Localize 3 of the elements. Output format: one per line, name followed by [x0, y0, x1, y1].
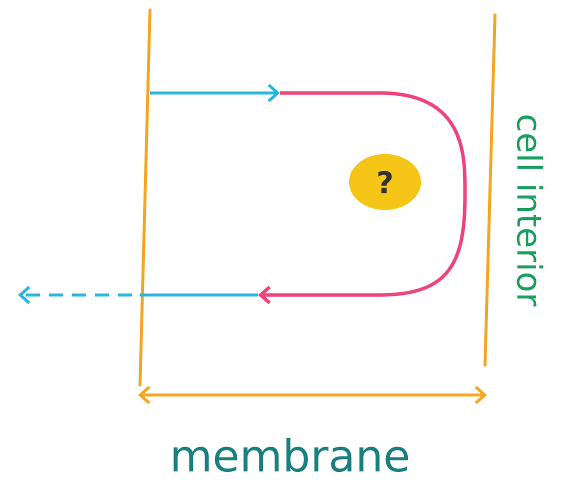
label: membrane [174, 438, 408, 472]
question-badge: ? [349, 154, 421, 210]
label: cell interior [516, 116, 544, 306]
